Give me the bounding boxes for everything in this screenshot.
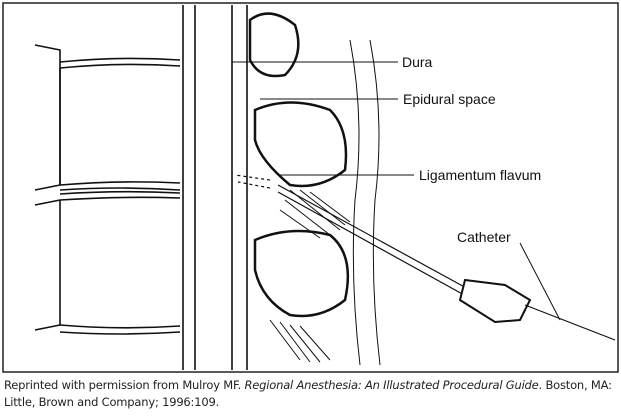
label-ligamentum-flavum: Ligamentum flavum bbox=[419, 167, 541, 183]
leader-lines bbox=[232, 61, 561, 321]
caption-title: Regional Anesthesia: An Illustrated Proc… bbox=[244, 378, 539, 392]
caption-suffix: . Boston, MA: Little, Brown and Company;… bbox=[4, 378, 612, 409]
ligament-hatching bbox=[269, 39, 381, 366]
dura-lines bbox=[182, 5, 248, 370]
epidural-catheter-diagram: Dura Epidural space Ligamentum flavum Ca… bbox=[2, 2, 619, 373]
label-dura: Dura bbox=[402, 54, 433, 70]
laminae bbox=[248, 12, 350, 318]
caption-prefix: Reprinted with permission from Mulroy MF… bbox=[4, 378, 245, 392]
label-epidural-space: Epidural space bbox=[403, 91, 496, 107]
needle bbox=[234, 174, 616, 341]
label-catheter: Catheter bbox=[457, 229, 511, 245]
figure-caption: Reprinted with permission from Mulroy MF… bbox=[4, 377, 619, 411]
vertebral-bodies bbox=[34, 44, 181, 335]
